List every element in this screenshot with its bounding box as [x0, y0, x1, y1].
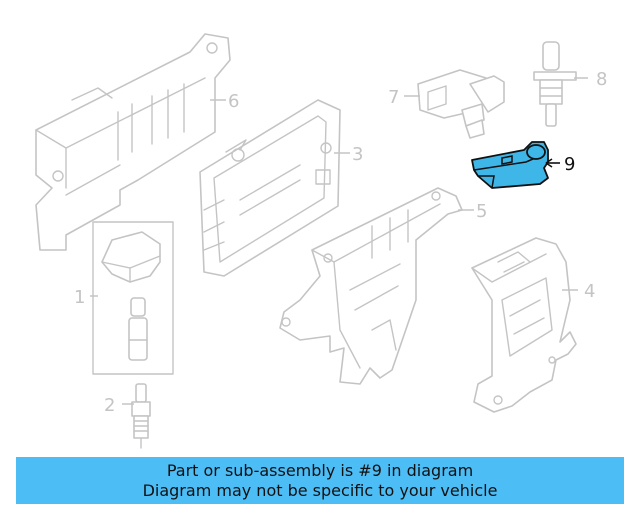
callout-1: 1: [74, 287, 85, 308]
part-4-fuse-box: [471, 237, 577, 413]
part-7-sensor: [417, 69, 505, 139]
leader-lines: [90, 77, 588, 405]
part-1-ignition-coil: [92, 221, 174, 375]
part-8-sensor: [533, 41, 577, 127]
callout-7: 7: [388, 87, 399, 108]
callout-4: 4: [584, 281, 595, 302]
banner-line-2: Diagram may not be specific to your vehi…: [142, 480, 498, 500]
part-2-spark-plug: [131, 383, 151, 449]
info-banner: Part or sub-assembly is #9 in diagram Di…: [16, 457, 624, 504]
banner-line-1: Part or sub-assembly is #9 in diagram: [166, 460, 474, 480]
callout-5: 5: [476, 201, 487, 222]
callout-6: 6: [228, 91, 239, 112]
callout-9: 9: [564, 154, 575, 175]
part-5-bracket: [279, 187, 463, 385]
callout-2: 2: [104, 395, 115, 416]
part-3-ecu: [199, 99, 341, 277]
callout-8: 8: [596, 69, 607, 90]
callout-labels: 6 1 2 3 5 4 7 8 9: [74, 69, 607, 416]
callout-3: 3: [352, 144, 363, 165]
part-9-highlighted: [471, 141, 549, 189]
part-6-bracket: [35, 33, 231, 251]
